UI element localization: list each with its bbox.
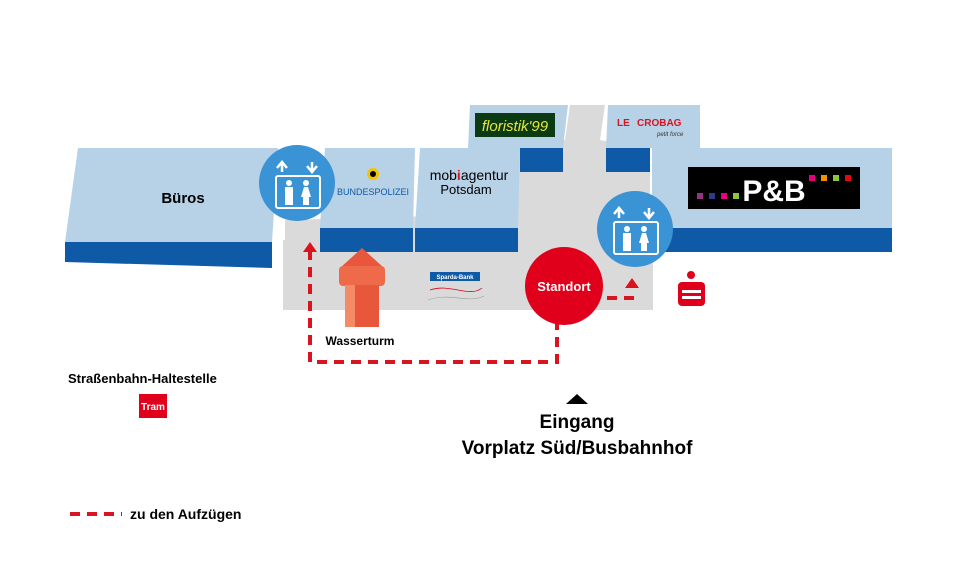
svg-text:LE: LE bbox=[617, 118, 630, 129]
wasserturm-label: Wasserturm bbox=[326, 334, 395, 348]
route-to-elevators bbox=[308, 250, 634, 364]
svg-text:Sparda-Bank: Sparda-Bank bbox=[436, 275, 474, 281]
mobiagentur-label: mobiagentur bbox=[430, 167, 509, 183]
elevator-icon[interactable] bbox=[259, 145, 335, 221]
svg-text:P&B: P&B bbox=[742, 175, 805, 208]
bundespolizei-label: BUNDESPOLIZEI bbox=[337, 187, 409, 197]
building-crobag bbox=[606, 105, 700, 172]
svg-text:Standort: Standort bbox=[537, 279, 591, 294]
entrance-sublabel: Vorplatz Süd/Busbahnhof bbox=[462, 438, 693, 459]
entrance-arrow-icon bbox=[566, 394, 588, 404]
building-mobiagentur bbox=[415, 148, 520, 252]
svg-text:Tram: Tram bbox=[141, 402, 165, 413]
legend-label: zu den Aufzügen bbox=[130, 506, 241, 522]
current-location-marker: Standort bbox=[525, 247, 603, 325]
svg-text:floristik'99: floristik'99 bbox=[482, 118, 549, 135]
elevator-icon[interactable] bbox=[597, 191, 673, 267]
floristik-logo: floristik'99 bbox=[475, 113, 555, 137]
police-eagle-icon bbox=[367, 168, 379, 180]
up-arrow-icon bbox=[303, 242, 317, 252]
sparda-bank-sign: Sparda-Bank bbox=[427, 272, 485, 301]
svg-text:CROBAG: CROBAG bbox=[637, 118, 682, 129]
tram-badge: Tram bbox=[139, 394, 167, 418]
crobag-logo: LE CROBAG petit force bbox=[617, 118, 684, 138]
up-arrow-icon bbox=[625, 278, 639, 288]
sparkasse-icon bbox=[678, 271, 705, 306]
tram-stop-label: Straßenbahn-Haltestelle bbox=[68, 371, 217, 386]
building-bundespolizei bbox=[320, 148, 415, 252]
bueros-label: Büros bbox=[161, 190, 204, 207]
legend: zu den Aufzügen bbox=[70, 506, 241, 522]
mobiagentur-potsdam-label: Potsdam bbox=[440, 182, 491, 197]
svg-text:petit force: petit force bbox=[656, 132, 684, 138]
pb-logo: P&B bbox=[688, 167, 860, 209]
building-bueros bbox=[65, 148, 278, 268]
wasserturm-icon bbox=[339, 248, 385, 327]
entrance-label: Eingang bbox=[540, 412, 615, 433]
